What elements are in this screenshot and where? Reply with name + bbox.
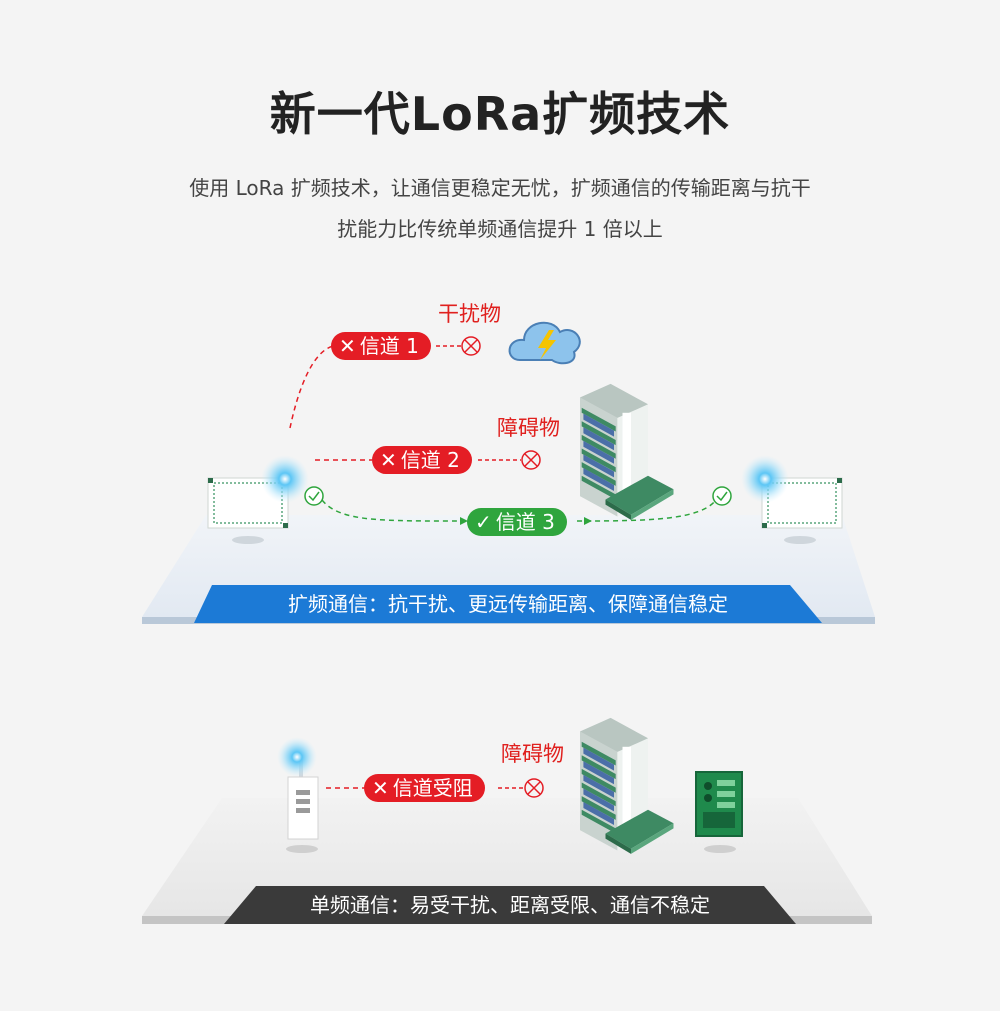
lora-module-icon-left bbox=[207, 455, 309, 544]
page-title: 新一代LoRa扩频技术 bbox=[269, 87, 731, 141]
check-circle-icon-right bbox=[712, 486, 732, 506]
blocked-circle-icon-1 bbox=[461, 336, 481, 356]
cross-icon: ✕ bbox=[372, 776, 389, 800]
check-icon: ✓ bbox=[475, 510, 492, 534]
channel-2-pill: ✕ 信道 2 bbox=[372, 446, 472, 474]
subtitle-line-1: 使用 LoRa 扩频技术，让通信更稳定无忧，扩频通信的传输距离与抗干 bbox=[189, 176, 811, 200]
blocked-circle-icon-2 bbox=[521, 450, 541, 470]
building-icon-2 bbox=[580, 717, 674, 854]
cross-icon: ✕ bbox=[339, 334, 356, 358]
check-circle-icon-left bbox=[304, 486, 324, 506]
lora-module-icon-right bbox=[741, 455, 843, 544]
subtitle-line-2: 扰能力比传统单频通信提升 1 倍以上 bbox=[337, 217, 663, 241]
building-icon-1 bbox=[580, 383, 674, 520]
interference-label: 干扰物 bbox=[438, 302, 501, 326]
blocked-circle-icon-3 bbox=[524, 778, 544, 798]
circuit-board-icon bbox=[695, 771, 743, 853]
banner-bg-1 bbox=[194, 585, 822, 623]
cloud-lightning-icon bbox=[508, 321, 581, 365]
single-banner-text: 单频通信：易受干扰、距离受限、通信不稳定 bbox=[310, 893, 710, 917]
channel-3-label: 信道 3 bbox=[495, 510, 555, 534]
spread-banner-text: 扩频通信：抗干扰、更远传输距离、保障通信稳定 bbox=[288, 592, 728, 616]
channel-1-label: 信道 1 bbox=[359, 334, 419, 358]
remote-transmitter-icon bbox=[277, 737, 319, 853]
obstacle-label-2: 障碍物 bbox=[501, 742, 564, 766]
cross-icon: ✕ bbox=[380, 448, 397, 472]
channel-1-pill: ✕ 信道 1 bbox=[331, 332, 431, 360]
banner-bg-2 bbox=[224, 886, 796, 924]
channel-blocked-pill: ✕ 信道受阻 bbox=[364, 774, 485, 802]
obstacle-label-1: 障碍物 bbox=[497, 416, 560, 440]
channel-2-label: 信道 2 bbox=[400, 448, 460, 472]
channel-blocked-label: 信道受阻 bbox=[392, 776, 473, 800]
channel-3-pill: ✓ 信道 3 bbox=[467, 508, 567, 536]
